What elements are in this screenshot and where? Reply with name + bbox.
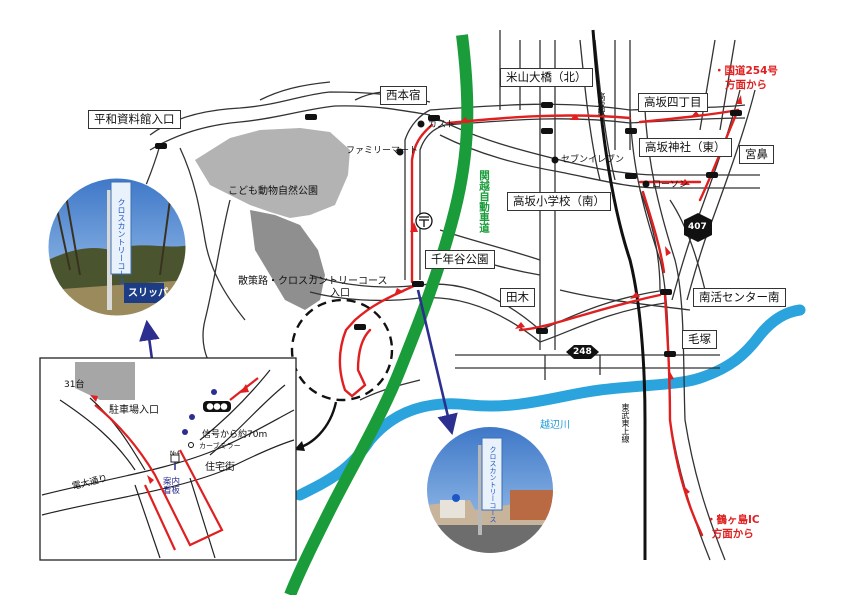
label-takasaka-shogakko: 高坂小学校（南）: [507, 192, 611, 211]
text-familymart: ファミリーマート: [346, 146, 419, 156]
text-kanetsu-expressway: 関越自動車道: [478, 170, 490, 233]
route-407-shield: [684, 213, 712, 242]
label-taki: 田木: [500, 288, 535, 307]
text-takasaka-station: 高坂駅: [597, 92, 606, 116]
label-takasaka-jinja: 高坂神社（東）: [639, 138, 732, 157]
inset-residential-area: 住宅街: [205, 462, 235, 473]
text-kodomo-park: こども動物自然公園: [228, 186, 318, 197]
direction-tsurugashima-ic: ・鶴ヶ島IC 方面から: [706, 514, 760, 540]
label-takasaka-4chome: 高坂四丁目: [638, 93, 708, 112]
photo-left-sub-text: スリッパ: [128, 288, 168, 299]
entrance-highlight-circle: [290, 298, 394, 402]
label-miyahana: 宮鼻: [739, 145, 774, 164]
kodomo-park-area: [195, 128, 350, 218]
tobu-railway: [591, 29, 647, 560]
label-heiwa-shiryokan: 平和資料館入口: [88, 110, 181, 129]
inset-parking-entrance: 駐車場入口: [109, 405, 159, 416]
text-seven-eleven: セブンイレブン: [561, 155, 625, 165]
label-yoneyama-ohashi: 米山大橋（北）: [500, 68, 593, 87]
kanetsu-expressway: [284, 34, 474, 595]
label-sennyagaya-park: 千年谷公園: [425, 250, 495, 269]
inset-pole-number: №4: [170, 450, 181, 457]
inset-parking-capacity: 31台: [64, 380, 85, 390]
inset-signal-distance: 信号から約70m: [202, 430, 268, 440]
text-sansakuro: 散策路・クロスカントリーコース: [238, 276, 388, 287]
photo-left-sign-text: クロスカントリーコース: [117, 198, 126, 286]
text-tobu-tojo-line: 東武東上線: [621, 403, 630, 443]
route-248-shield: [566, 345, 599, 359]
text-lawson: ローソン: [652, 180, 689, 190]
photo-right-sign-text: クロスカントリーコース: [489, 446, 497, 523]
photo-pointer-arrow: [416, 289, 458, 436]
photo-cross-country-sign-right: [427, 427, 553, 553]
label-kezuka: 毛塚: [682, 330, 717, 349]
text-gusto: ガスト: [428, 120, 456, 130]
inset-guide-board: 案内 看板: [163, 477, 181, 496]
inset-map: [39, 357, 297, 561]
route-407-label: 407: [688, 222, 707, 232]
text-iriguchi: 入口: [330, 288, 350, 299]
cross-country-area: [250, 210, 325, 310]
inset-curve-mirror: カーブミラー: [199, 442, 241, 450]
direction-kokudo254: ・国道254号 方面から: [714, 65, 778, 91]
photo-cross-country-sign-left: [48, 178, 186, 316]
label-nankatsu-center: 南活センター南: [693, 288, 786, 307]
text-ochibegawa: 越辺川: [540, 420, 570, 431]
label-nishihonjuku: 西本宿: [380, 86, 427, 105]
route-248-label: 248: [573, 347, 592, 357]
